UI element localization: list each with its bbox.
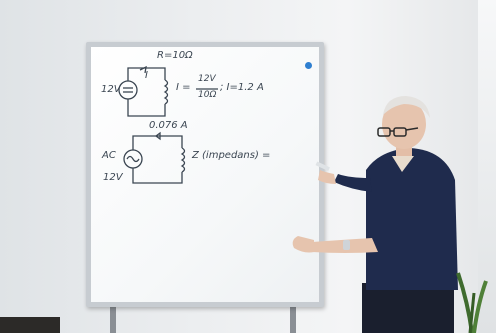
ac-voltage-label: 12V [103, 172, 123, 183]
board-magnet [305, 62, 312, 69]
board-stand-right-leg [290, 285, 296, 333]
plant-icon [456, 272, 488, 333]
marker-pen [315, 161, 330, 172]
resistance-label: R=10Ω [157, 50, 193, 61]
ac-label: AC [102, 150, 116, 161]
current-arrow [139, 65, 147, 74]
presenter-hair [383, 96, 430, 118]
current-symbol-label: I [145, 70, 148, 81]
wristwatch [343, 240, 350, 250]
window-edge [478, 0, 496, 333]
presenter-shirt [366, 148, 458, 290]
dc-top-wire [127, 67, 166, 81]
board-stand-left-leg [110, 300, 116, 333]
ac-current-label: 0.076 A [149, 120, 188, 131]
presenter-trousers [362, 283, 454, 333]
ac-bottom-wire [132, 168, 183, 184]
ohm-law-left: I = [176, 82, 191, 93]
impedance-label: Z (impedans) = [192, 150, 271, 161]
ac-coil-symbol [180, 147, 186, 173]
presenter-left-hand [292, 236, 314, 253]
ac-current-arrow [154, 131, 161, 141]
ohm-law-result: ; I=1.2 A [220, 82, 264, 93]
dc-coil-symbol [163, 79, 169, 105]
ac-top-wire [132, 135, 183, 150]
ohm-law-denominator: 10Ω [198, 90, 217, 100]
desk-equipment [0, 317, 60, 333]
ohm-law-numerator: 12V [198, 74, 216, 84]
presenter-head [382, 99, 426, 149]
dc-bottom-wire [127, 99, 166, 117]
dc-voltage-label: 12V [101, 84, 121, 95]
glasses-icon [377, 127, 419, 137]
presenter-right-hand [318, 170, 336, 184]
